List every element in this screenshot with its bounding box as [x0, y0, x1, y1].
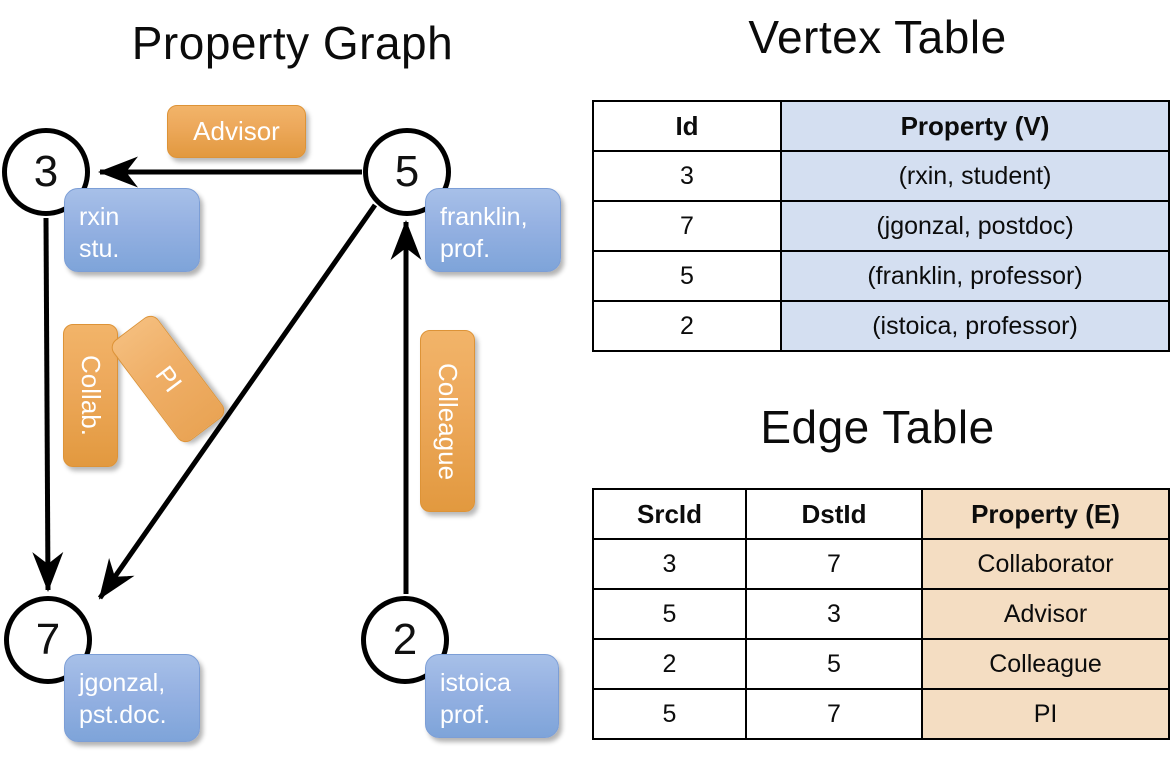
edge-row-3-src: 5: [592, 688, 747, 740]
edge-label-advisor: Advisor: [167, 105, 306, 158]
bubble-line-1: franklin,: [440, 203, 528, 231]
edge-row-2-dst: 5: [745, 638, 923, 690]
property-graph-diagram: 3 5 7 2 rxin stu. franklin, prof. jgonza…: [2, 105, 561, 742]
vertex-row-0-id: 3: [592, 150, 782, 202]
bubble-line-1: rxin: [79, 203, 120, 231]
vertex-row-1-property: (jgonzal, postdoc): [780, 200, 1170, 252]
vertex-table-header-id: Id: [592, 100, 782, 152]
edge-label-collab: Collab.: [63, 324, 118, 467]
edge-label-collab-text: Collab.: [76, 355, 106, 436]
graph-edge-layer: [32, 156, 422, 600]
table-row[interactable]: 2 5 Colleague: [592, 638, 1170, 690]
bubble-line-2: pst.doc.: [79, 701, 167, 729]
edge-row-3-property: PI: [921, 688, 1170, 740]
bubble-line-1: istoica: [440, 669, 511, 697]
vertex-row-1-id: 7: [592, 200, 782, 252]
edge-3-to-7-collab: [32, 217, 64, 592]
edge-table-header-dstid: DstId: [745, 488, 923, 540]
graph-node-5[interactable]: 5: [363, 128, 451, 216]
edge-row-0-src: 3: [592, 538, 747, 590]
edge-row-1-src: 5: [592, 588, 747, 640]
edge-table-header-property: Property (E): [921, 488, 1170, 540]
edge-label-colleague-text: Colleague: [433, 362, 463, 480]
vertex-property-bubble-5: franklin, prof.: [425, 188, 561, 272]
vertex-table-header-row: Id Property (V): [592, 100, 1170, 152]
vertex-row-3-id: 2: [592, 300, 782, 352]
vertex-table-header-property: Property (V): [780, 100, 1170, 152]
vertex-row-3-property: (istoica, professor): [780, 300, 1170, 352]
bubble-line-2: stu.: [79, 235, 120, 263]
page-title-property-graph: Property Graph: [131, 17, 454, 69]
bubble-line-2: prof.: [440, 701, 491, 729]
graph-node-2[interactable]: 2: [361, 596, 449, 684]
edge-table-header-srcid: SrcId: [592, 488, 747, 540]
edge-row-0-dst: 7: [745, 538, 923, 590]
edge-5-to-7-pi: [97, 203, 378, 600]
graph-node-3-label: 3: [33, 147, 59, 196]
edge-table: SrcId DstId Property (E) 3 7 Collaborato…: [592, 488, 1170, 740]
table-row[interactable]: 3 (rxin, student): [592, 150, 1170, 202]
vertex-property-bubble-2: istoica prof.: [425, 654, 559, 738]
edge-label-colleague: Colleague: [420, 330, 475, 512]
table-row[interactable]: 3 7 Collaborator: [592, 538, 1170, 590]
table-row[interactable]: 2 (istoica, professor): [592, 300, 1170, 352]
table-row[interactable]: 5 (franklin, professor): [592, 250, 1170, 302]
edge-label-advisor-text: Advisor: [193, 116, 280, 146]
vertex-property-bubble-7: jgonzal, pst.doc.: [64, 654, 200, 742]
vertex-property-bubble-3: rxin stu.: [64, 188, 200, 272]
edge-row-1-dst: 3: [745, 588, 923, 640]
vertex-row-0-property: (rxin, student): [780, 150, 1170, 202]
edge-row-2-property: Colleague: [921, 638, 1170, 690]
page-title-vertex-table: Vertex Table: [748, 11, 1007, 63]
graph-node-2-label: 2: [392, 615, 418, 664]
graph-node-7-label: 7: [35, 615, 61, 664]
edge-label-pi-text: PI: [149, 359, 188, 398]
table-row[interactable]: 7 (jgonzal, postdoc): [592, 200, 1170, 252]
edge-row-0-property: Collaborator: [921, 538, 1170, 590]
vertex-row-2-id: 5: [592, 250, 782, 302]
vertex-table: Id Property (V) 3 (rxin, student) 7 (jgo…: [592, 100, 1170, 352]
bubble-line-2: prof.: [440, 235, 491, 263]
page-title-edge-table: Edge Table: [760, 401, 995, 453]
table-row[interactable]: 5 3 Advisor: [592, 588, 1170, 640]
edge-row-3-dst: 7: [745, 688, 923, 740]
graph-node-5-label: 5: [394, 147, 420, 196]
vertex-row-2-property: (franklin, professor): [780, 250, 1170, 302]
edge-row-1-property: Advisor: [921, 588, 1170, 640]
table-row[interactable]: 5 7 PI: [592, 688, 1170, 740]
edge-table-header-row: SrcId DstId Property (E): [592, 488, 1170, 540]
bubble-line-1: jgonzal,: [79, 669, 166, 697]
edge-row-2-src: 2: [592, 638, 747, 690]
